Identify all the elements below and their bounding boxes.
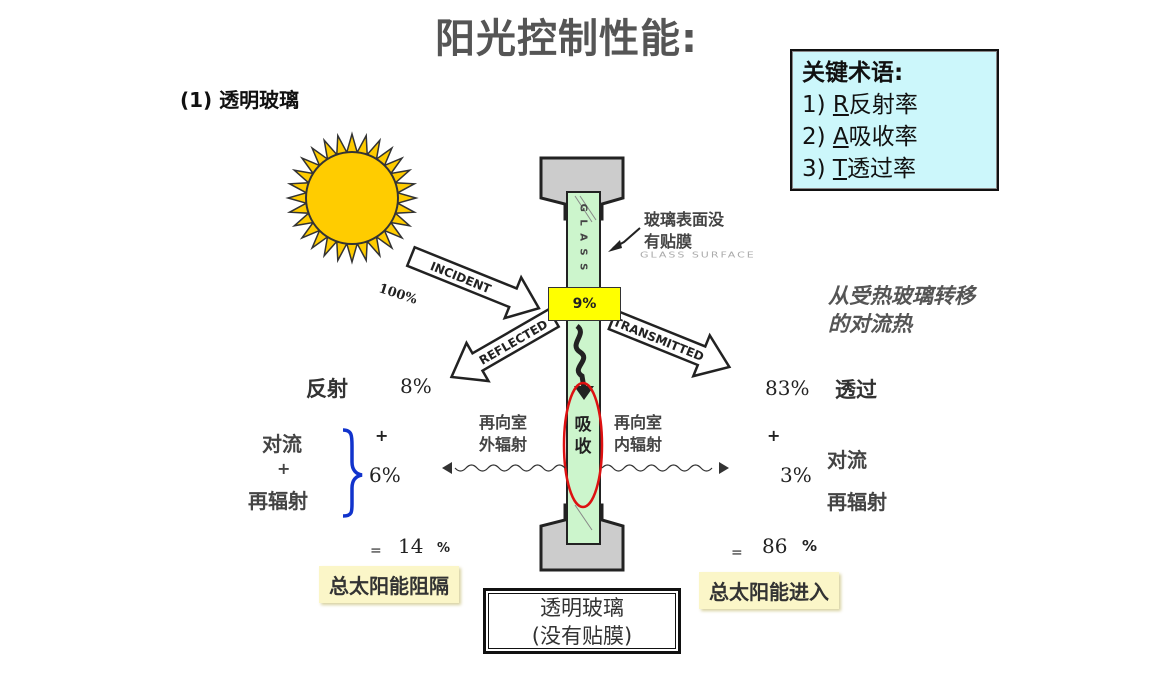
reflected-arrow-label: REFLECTED <box>477 317 550 367</box>
convection-note: 从受热玻璃转移 的对流热 <box>828 282 975 338</box>
key-term-text: 吸收率 <box>848 124 918 150</box>
key-term-num: 2) <box>802 124 833 150</box>
left-plus-sign: + <box>375 426 389 445</box>
reflected-arrow: REFLECTED <box>449 307 561 383</box>
left-plus-label: + <box>277 459 291 478</box>
reflect-label: 反射 <box>306 377 348 401</box>
key-term-letter: T <box>832 156 847 182</box>
glass-surface-text: GLASS SURFACE <box>640 251 756 260</box>
glass-caption-line: 透明玻璃 <box>540 596 624 620</box>
absorb-label: 吸 收 <box>572 414 594 458</box>
left-reradiation-label: 再辐射 <box>248 489 308 513</box>
absorbed-percent-box: 9% <box>548 287 621 321</box>
left-value: 6% <box>369 463 401 487</box>
key-term-text: 反射率 <box>848 92 918 118</box>
inside-radiation-line: 内辐射 <box>614 435 663 454</box>
key-terms-heading: 关键术语: <box>802 60 904 86</box>
left-brace <box>342 428 363 518</box>
reflect-percent: 8% <box>400 374 432 398</box>
glass-caption-box: 透明玻璃 (没有贴膜) <box>483 588 681 654</box>
key-term-letter: R <box>832 92 849 118</box>
top-mount <box>539 156 625 221</box>
left-total-value: 14 <box>398 534 424 558</box>
key-term-item: 2) A吸收率 <box>802 121 987 153</box>
right-convection-label: 对流 <box>827 448 867 472</box>
surface-note: 玻璃表面没 有贴膜 <box>644 209 724 253</box>
surface-note-line: 有贴膜 <box>644 232 693 251</box>
right-total-value: 86 <box>762 534 788 558</box>
page-title: 阳光控制性能: <box>435 16 698 62</box>
transmit-label: 透过 <box>835 378 877 402</box>
right-plus-sign: + <box>767 426 781 445</box>
absorb-ellipse <box>562 381 604 509</box>
key-term-num: 1) <box>802 92 833 118</box>
transmitted-arrow-label: TRANSMITTED <box>611 315 706 364</box>
subtitle: (1) 透明玻璃 <box>180 88 300 112</box>
transmit-percent: 83% <box>765 376 810 400</box>
inside-radiation-line: 再向室 <box>614 413 663 432</box>
glass-label: G L A S S <box>578 204 589 273</box>
outside-radiation-line: 外辐射 <box>479 435 528 454</box>
outside-radiation-line: 再向室 <box>479 413 528 432</box>
left-result-box: 总太阳能阻隔 <box>319 566 459 603</box>
right-total-eq: = <box>731 545 743 561</box>
right-reradiation-label: 再辐射 <box>827 490 887 514</box>
key-term-num: 3) <box>802 156 833 182</box>
absorb-label-char: 吸 <box>574 415 592 435</box>
left-total-unit: % <box>437 541 451 556</box>
convection-note-line: 的对流热 <box>828 312 912 336</box>
sun-icon <box>285 131 419 265</box>
key-term-letter: A <box>832 124 849 150</box>
glass-caption-line: (没有贴膜) <box>531 624 633 648</box>
glass-pane <box>566 191 601 545</box>
inside-radiation-wave <box>601 464 713 472</box>
right-result-box: 总太阳能进入 <box>699 572 839 609</box>
key-terms-box: 关键术语: 1) R反射率 2) A吸收率 3) T透过率 <box>790 49 999 191</box>
key-term-item: 3) T透过率 <box>802 153 987 185</box>
surface-note-line: 玻璃表面没 <box>644 210 725 229</box>
key-term-text: 透过率 <box>846 156 916 182</box>
left-convection-label: 对流 <box>262 432 302 456</box>
inside-radiation-label: 再向室 内辐射 <box>614 412 662 456</box>
transmitted-arrow: TRANSMITTED <box>607 308 732 378</box>
outside-radiation-label: 再向室 外辐射 <box>479 412 527 456</box>
absorbed-heat-wave <box>573 323 587 389</box>
right-total-unit: % <box>802 537 818 555</box>
incident-arrow: INCIDENT <box>405 245 541 321</box>
convection-note-line: 从受热玻璃转移 <box>828 284 975 308</box>
left-total-eq: = <box>370 543 382 559</box>
key-term-item: 1) R反射率 <box>802 89 987 121</box>
right-value: 3% <box>780 463 812 487</box>
absorb-label-char: 收 <box>574 437 592 457</box>
outside-radiation-wave <box>454 464 566 472</box>
